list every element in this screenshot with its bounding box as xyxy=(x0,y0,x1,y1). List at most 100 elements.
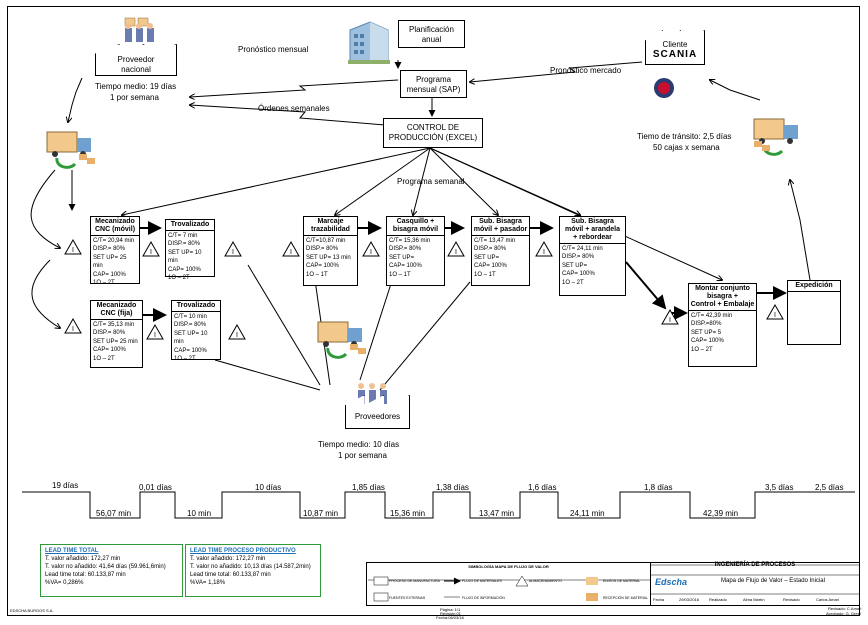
process-title: Trovalizado xyxy=(166,220,214,231)
svg-text:I: I xyxy=(290,249,292,256)
process-title: Sub. Bisagra móvil + arandela + rebordea… xyxy=(560,217,625,244)
svg-text:I: I xyxy=(154,332,156,339)
process-cap: CAP= 100% xyxy=(691,338,724,345)
svg-text:I: I xyxy=(72,247,74,254)
process-ct: C/T= 42,39 min xyxy=(691,313,733,319)
edscha-logo: Edscha xyxy=(655,577,688,587)
process-title: Montar conjunto bisagra + Control + Emba… xyxy=(689,284,756,311)
legend-item: FLUJO DE MATERIALES xyxy=(462,579,502,583)
planificacion-label: Planificación anual xyxy=(409,25,454,44)
lead-line: Lead time total: 60.133,87 min xyxy=(45,572,126,578)
process-setup: SET UP= 10 min xyxy=(174,330,208,346)
cliente-label: Cliente xyxy=(662,40,688,49)
process-setup: SET UP= xyxy=(562,262,588,269)
timeline-top-label: 0,01 días xyxy=(139,483,172,492)
process-shift: 1O – 1T xyxy=(389,271,411,278)
legend-item: FUENTES EXTERNAS xyxy=(389,596,426,600)
svg-text:I: I xyxy=(236,332,238,339)
process-disp: DISP.= 80% xyxy=(474,246,507,253)
timeline-bottom-label: 56,07 min xyxy=(96,509,132,518)
inventory-icon: I xyxy=(146,323,164,340)
diagram-frame xyxy=(7,6,860,616)
process-cap: CAP= 100% xyxy=(174,347,207,354)
process-setup: SET UP= xyxy=(389,254,415,261)
realizado-label: Realizado xyxy=(709,597,727,602)
proveedor-nacional-label: Proveedor nacional xyxy=(117,55,155,74)
inventory-icon: I xyxy=(766,303,784,320)
process-shift: 1O – 1T xyxy=(474,271,496,278)
control-produccion-label: CONTROL DE PRODUCCIÓN (EXCEL) xyxy=(388,123,478,142)
inventory-icon: I xyxy=(224,240,242,257)
process-title: Marcaje trazabilidad xyxy=(304,217,357,236)
title-block-title: Mapa de Flujo de Valor – Estado Inicial xyxy=(721,578,825,584)
truck-icon xyxy=(316,318,371,360)
programa-mensual-label: Programa mensual (SAP) xyxy=(406,75,461,94)
timeline-top-label: 1,8 días xyxy=(644,483,673,492)
process-shift: 1O – 2T xyxy=(691,346,713,353)
inventory-icon: I xyxy=(228,323,246,340)
process-title: Casquillo + bisagra móvil xyxy=(387,217,444,236)
process-disp: DISP.= 80% xyxy=(562,254,595,261)
timeline-top-label: 1,6 días xyxy=(528,483,557,492)
timeline-bottom-label: 24,11 min xyxy=(570,509,605,518)
process-disp: DISP.= 80% xyxy=(93,246,126,253)
proveedor-nacional-time: Tiempo medio: 19 días xyxy=(95,82,177,91)
timeline-bottom-label: 42,39 min xyxy=(703,509,739,518)
lead-line: Lead time total: 60.133,87 min xyxy=(190,572,271,578)
process-setup: SET UP= xyxy=(474,254,500,261)
footer-page: Página: 1/1 xyxy=(440,607,461,612)
legend-item: ALMACENAMIENTO xyxy=(529,579,562,583)
process-title: Mecanizado CNC (móvil) xyxy=(91,217,139,236)
planificacion-anual-box: Planificación anual xyxy=(398,20,465,48)
timeline-bottom-label: 13,47 min xyxy=(479,509,515,518)
process-cap: CAP= 100% xyxy=(168,266,201,273)
inventory-icon: I xyxy=(142,240,160,257)
process-disp: DISP.= 80% xyxy=(306,246,339,253)
process-title: Mecanizado CNC (fija) xyxy=(91,301,142,320)
inventory-icon: I xyxy=(64,317,82,334)
svg-text:I: I xyxy=(72,326,74,333)
process-disp: DISP.=80% xyxy=(691,321,722,328)
legend-title: SIMBOLOGÍA MAPA DE FLUJO DE VALOR xyxy=(468,564,549,569)
lead-time-total-title: LEAD TIME TOTAL xyxy=(45,548,99,554)
process-shift: 1O – 2T xyxy=(168,275,190,282)
lead-time-proceso-title: LEAD TIME PROCESO PRODUCTIVO xyxy=(190,548,296,554)
process-casquillo: Casquillo + bisagra móvil C/T= 15,36 min… xyxy=(386,216,445,286)
process-setup: SET UP= 25 min xyxy=(93,254,127,270)
scania-logo: SCANIA xyxy=(652,49,698,60)
process-shift: 1O – 1T xyxy=(306,271,328,278)
lead-line: T. valor no añadido: 41,64 días (59.961,… xyxy=(45,564,166,570)
process-disp: DISP.= 80% xyxy=(168,241,201,248)
process-shift: 1O – 2T xyxy=(562,279,584,286)
timeline-bottom-label: 15,36 min xyxy=(390,509,426,518)
legend-item: FLUJO DE INFORMACIÓN xyxy=(462,596,505,600)
process-title: Sub. Bisagra móvil + pasador xyxy=(472,217,529,236)
legend-item: RECEPCIÓN DE MATERIAL xyxy=(603,596,648,600)
process-shift: 1O – 2T xyxy=(93,355,115,362)
legend-item: ENVÍOS DE MATERIAL xyxy=(603,579,641,583)
timeline-top-label: 3,5 días xyxy=(765,483,794,492)
pronostico-mensual-label: Pronóstico mensual xyxy=(238,45,309,54)
expedicion-label: Expedición xyxy=(788,281,840,292)
process-setup: SET UP= 13 min xyxy=(306,254,351,261)
title-block: INGENIERÍA DE PROCESOS Edscha Mapa de Fl… xyxy=(650,562,860,606)
title-block-dept: INGENIERÍA DE PROCESOS xyxy=(714,562,796,568)
inventory-icon: I xyxy=(535,240,553,257)
process-sub-bisagra-pasador: Sub. Bisagra móvil + pasador C/T= 13,47 … xyxy=(471,216,530,286)
footer-left: EDSCHA BURGOS S.A. xyxy=(10,608,54,613)
lead-line: T. valor no añadido: 10,13 días (14.587,… xyxy=(190,564,311,570)
fecha-value: 29/03/2016 xyxy=(679,597,700,602)
process-cap: CAP= 100% xyxy=(93,271,126,278)
svg-text:I: I xyxy=(669,317,671,324)
process-setup: SET UP= 10 min xyxy=(168,249,202,265)
proveedores-label: Proveedores xyxy=(354,412,401,421)
process-ct: C/T= 10 min xyxy=(174,314,207,320)
process-cap: CAP= 100% xyxy=(474,263,507,270)
process-cap: CAP= 100% xyxy=(389,263,422,270)
revisado-label: Revisado xyxy=(783,597,800,602)
timeline-top-label: 19 días xyxy=(52,481,79,490)
